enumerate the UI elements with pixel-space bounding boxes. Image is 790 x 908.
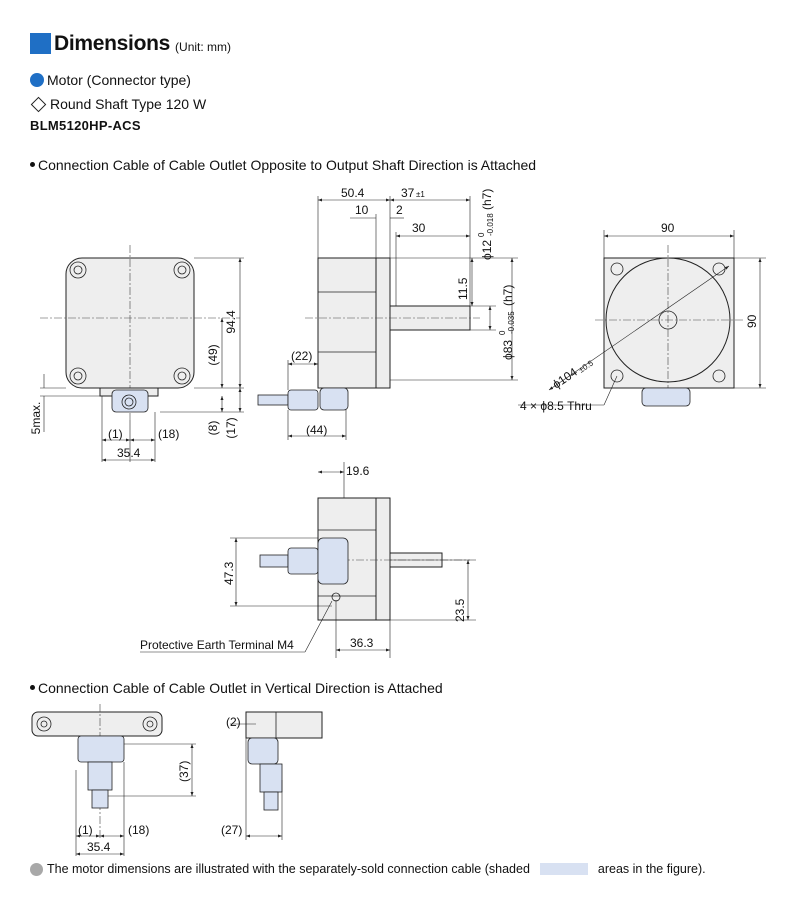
- dim-36-3: 36.3: [350, 636, 374, 650]
- dim-phi104: ϕ104: [550, 365, 580, 392]
- vertical-front-view: (37) (1) (18) 35.4: [31, 704, 196, 856]
- footnote-text-before: The motor dimensions are illustrated wit…: [47, 862, 530, 876]
- dim-phi83-zero: 0: [498, 330, 507, 335]
- flange-holes: 4 × ϕ8.5 Thru: [520, 399, 592, 413]
- section-opposite-label: Connection Cable of Cable Outlet Opposit…: [38, 157, 537, 173]
- dim-phi12: ϕ12: [480, 240, 494, 260]
- dim-35-4-vertical: 35.4: [87, 840, 111, 854]
- page-title: Dimensions: [54, 32, 171, 55]
- shaded-area-swatch: [539, 863, 588, 875]
- shaft-type: Round Shaft Type 120 W: [30, 96, 206, 112]
- dim-49: (49): [206, 344, 220, 365]
- side-body: [317, 257, 377, 389]
- dim-5max: 5max.: [29, 402, 43, 435]
- motor-type-label: Motor (Connector type): [47, 72, 191, 88]
- section-vertical-title: Connection Cable of Cable Outlet in Vert…: [30, 680, 443, 696]
- dim-90-top: 90: [661, 221, 675, 235]
- dim-50-4: 50.4: [341, 186, 365, 200]
- dim-37-tol: ±1: [416, 190, 425, 199]
- front-view: 94.4 (49) (8) (17) 5max. (1) (18) 35.4: [29, 245, 244, 462]
- vertical-side-view: (2) (27): [221, 711, 323, 840]
- vertical-side-connector: [247, 737, 279, 765]
- bullet-icon: [30, 162, 35, 167]
- dim-18-front: (18): [158, 427, 179, 441]
- section-opposite-title: Connection Cable of Cable Outlet Opposit…: [30, 157, 536, 173]
- dim-27: (27): [221, 823, 242, 837]
- dim-23-5: 23.5: [453, 598, 467, 622]
- vertical-connector: [77, 735, 125, 763]
- connector-cable: [111, 389, 149, 413]
- vertical-front-body: [31, 711, 163, 737]
- dim-10: 10: [355, 203, 369, 217]
- dim-19-6: 19.6: [346, 464, 370, 478]
- header-square-icon: [30, 33, 51, 54]
- dim-11-5: 11.5: [456, 277, 470, 300]
- side-cable: [287, 389, 319, 411]
- bottom-view: 19.6 47.3 23.5 36.3 Protective Earth Ter…: [140, 462, 476, 658]
- dim-phi83-h7: (h7): [501, 285, 515, 306]
- dim-phi104-tol: ±0.5: [577, 358, 595, 374]
- dim-30: 30: [412, 221, 426, 235]
- output-shaft: [389, 305, 471, 331]
- dim-phi83: ϕ83: [501, 340, 515, 360]
- unit-label: (Unit: mm): [175, 40, 232, 54]
- vertical-side-body: [245, 711, 323, 739]
- dim-2-vertical: (2): [226, 715, 241, 729]
- gray-dot-icon: [30, 862, 43, 876]
- flange-view: 90 90 ϕ104 ±0.5 4 × ϕ8.5 Thru: [518, 221, 766, 413]
- dim-phi12-zero: 0: [477, 232, 486, 237]
- dim-17: (17): [224, 417, 238, 438]
- flange-cable: [641, 387, 691, 407]
- dim-phi12-h7: (h7): [480, 189, 494, 210]
- dim-37-vertical: (37): [177, 761, 191, 782]
- dim-22: (22): [291, 349, 312, 363]
- section-vertical-label: Connection Cable of Cable Outlet in Vert…: [38, 680, 443, 696]
- dim-phi83-tol: -0.035: [507, 311, 516, 334]
- pe-terminal-label: Protective Earth Terminal M4: [140, 638, 294, 652]
- dim-18-vertical: (18): [128, 823, 149, 837]
- dim-37: 37: [401, 186, 415, 200]
- bottom-cable: [287, 547, 319, 575]
- section-header: Dimensions (Unit: mm): [30, 30, 231, 54]
- footnote-text-after: areas in the figure).: [597, 862, 706, 876]
- dim-47-3: 47.3: [222, 561, 236, 585]
- shaft-type-label: Round Shaft Type 120 W: [50, 96, 207, 112]
- bullet-icon: [30, 685, 35, 690]
- dim-90-right: 90: [745, 314, 759, 328]
- dim-1-front: (1): [108, 427, 123, 441]
- side-view: 50.4 37 ±1 10 2 30 11.5 ϕ12 0 -0.018 (h7…: [257, 186, 518, 440]
- dim-2-side: 2: [396, 203, 403, 217]
- model-number: BLM5120HP-ACS: [30, 118, 141, 133]
- dim-phi12-tol: -0.018: [486, 213, 495, 236]
- dim-1-vertical: (1): [78, 823, 93, 837]
- footnote: The motor dimensions are illustrated wit…: [30, 862, 706, 876]
- motor-type: Motor (Connector type): [30, 72, 191, 88]
- blue-dot-icon: [30, 73, 44, 87]
- dim-8: (8): [206, 421, 220, 436]
- dim-94-4: 94.4: [224, 310, 238, 334]
- dim-44: (44): [306, 423, 327, 437]
- dim-35-4-front: 35.4: [117, 446, 141, 460]
